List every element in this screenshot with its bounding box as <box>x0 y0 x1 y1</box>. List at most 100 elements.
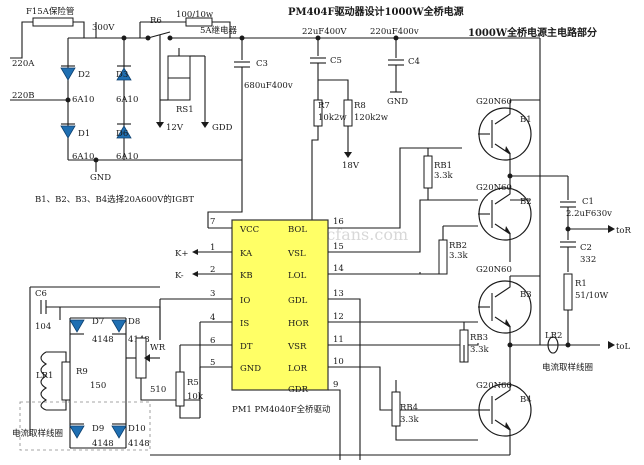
pin-hor: HOR <box>288 319 309 329</box>
c2-label: C2 <box>580 243 592 253</box>
pin-ka: KA <box>240 249 253 259</box>
diagram-subtitle: 1000W全桥电源主电路部分 <box>468 26 597 39</box>
c6-label: C6 <box>35 289 47 299</box>
resistor-rb4 <box>391 391 401 427</box>
d6-label: D6 <box>116 129 128 139</box>
r9-value: 150 <box>90 381 106 391</box>
pin-bol: BOL <box>288 225 307 235</box>
lr1-label: LR1 <box>36 371 53 381</box>
r1-value: 51/10W <box>575 291 608 301</box>
pin-vcc: VCC <box>239 225 259 235</box>
pin-gnd-num: 5 <box>210 358 215 368</box>
c4-label: C4 <box>408 57 420 67</box>
pin-kb-num: 2 <box>210 265 215 275</box>
pin-io: IO <box>240 296 250 306</box>
pin-gnd: GND <box>240 364 261 374</box>
pin-kb: KB <box>240 271 253 281</box>
pin-lol: LOL <box>288 271 307 281</box>
pin-vsl: VSL <box>287 249 306 259</box>
b2-model: G20N60 <box>476 183 512 193</box>
pin-is: IS <box>240 319 249 329</box>
pin-vcc-num: 7 <box>210 217 215 227</box>
c2-value: 332 <box>580 255 596 265</box>
c6-value: 104 <box>35 322 51 332</box>
pin-gdr: GDR <box>288 385 309 395</box>
diode-d10 <box>111 423 127 439</box>
rb2-label: RB2 <box>449 241 467 251</box>
pin-bol-num: 16 <box>333 217 344 227</box>
d1-rating: 6A10 <box>72 152 94 162</box>
diode-d9 <box>69 423 85 439</box>
resistor-rb1 <box>423 155 433 189</box>
v18-label: 18V <box>342 161 360 171</box>
diagram-title: PM404F驱动器设计1000W全桥电源 <box>288 5 464 18</box>
lr2-label: LR2 <box>545 331 562 341</box>
resistor-r9 <box>61 361 71 401</box>
pin-vsr: VSR <box>287 342 307 352</box>
pin-gdr-num: 9 <box>333 380 338 390</box>
igbt-b2 <box>478 182 532 248</box>
diode-d3 <box>116 65 132 81</box>
b1-label: B1 <box>520 115 532 125</box>
d9-value: 4148 <box>92 439 114 449</box>
pin-is-num: 4 <box>210 313 215 323</box>
b4-label: B4 <box>520 395 532 405</box>
igbt-b4 <box>478 378 532 455</box>
c4-value: 220uF400v <box>370 27 419 37</box>
b2-label: B2 <box>520 197 532 207</box>
k-minus-label: K- <box>175 271 184 281</box>
wr-label: WR <box>150 343 166 353</box>
pin-hor-num: 12 <box>333 312 344 322</box>
pin-lor: LOR <box>288 364 308 374</box>
c1-label: C1 <box>582 197 594 207</box>
pin-vsr-num: 11 <box>333 335 344 345</box>
pin-dt: DT <box>240 342 253 352</box>
v300-label: 300V <box>92 23 115 33</box>
chip-left-pins <box>160 227 232 368</box>
d9-label: D9 <box>92 424 104 434</box>
gnd2-label: GND <box>387 97 408 107</box>
rb1-label: RB1 <box>434 161 452 171</box>
to-l-label: toL <box>616 342 631 352</box>
igbt-note: B1、B2、B3、B4选择20A600V的IGBT <box>35 194 194 205</box>
input-220a: 220A <box>12 59 35 69</box>
pin-ka-num: 1 <box>210 243 215 253</box>
rs1-label: RS1 <box>176 105 194 115</box>
pin-lor-num: 10 <box>333 357 344 367</box>
rb4-value: 3.3k <box>400 415 420 425</box>
d8-label: D8 <box>128 317 140 327</box>
b4-model: G20N60 <box>476 381 512 391</box>
resistor-rb2 <box>438 239 448 275</box>
diode-d8 <box>111 319 127 335</box>
to-r-label: toR <box>616 226 632 236</box>
gnd-label: GND <box>90 173 111 183</box>
diode-d1 <box>60 123 76 139</box>
rb1-value: 3.3k <box>434 171 454 181</box>
diode-d6 <box>116 123 132 139</box>
d7-value: 4148 <box>92 335 114 345</box>
rb2-value: 3.3k <box>449 251 469 261</box>
pin-gdl: GDL <box>288 296 308 306</box>
resistor-r5 <box>175 371 185 407</box>
c1-value: 2.2uF630v <box>566 209 612 219</box>
k-plus-label: K+ <box>175 249 188 259</box>
c5-value: 22uF400V <box>302 27 347 37</box>
d10-value: 4148 <box>128 439 150 449</box>
d1-label: D1 <box>78 129 90 139</box>
r8-label: R8 <box>354 101 366 111</box>
rb4-label: RB4 <box>400 403 418 413</box>
d10-label: D10 <box>128 424 146 434</box>
b1-model: G20N60 <box>476 97 512 107</box>
v12-label: 12V <box>166 123 184 133</box>
pin-dt-num: 6 <box>210 336 215 346</box>
pin-io-num: 3 <box>210 289 215 299</box>
r6-value: 100/10w <box>176 10 214 20</box>
d2-rating: 6A10 <box>72 95 94 105</box>
sense2-label: 电流取样线圈 <box>542 362 593 373</box>
b3-label: B3 <box>520 290 532 300</box>
d3-rating: 6A10 <box>116 95 138 105</box>
driver-chip <box>231 219 329 391</box>
relay-label: 5A继电器 <box>200 25 238 36</box>
r7-label: R7 <box>318 101 330 111</box>
